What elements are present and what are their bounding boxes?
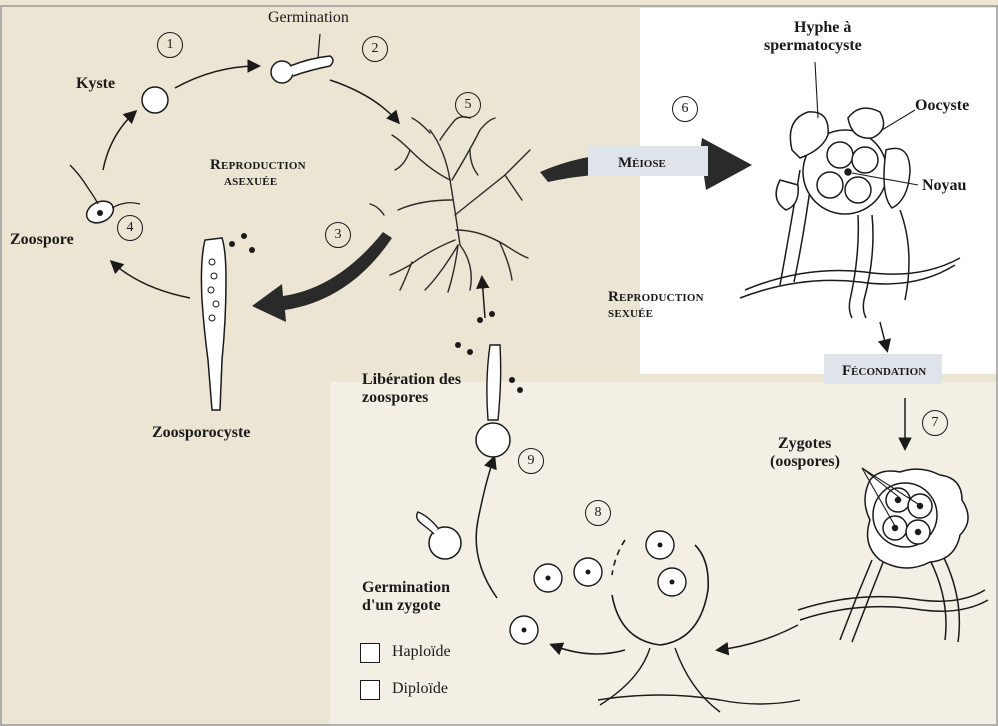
label-germ-zygote-1: Germination [362,580,450,597]
legend-label-haploide: Haploïde [392,644,451,661]
label-repro-asexuee-2: asexuée [224,174,277,190]
label-liberation-1: Libération des [362,372,461,389]
label-germination: Germination [268,10,349,27]
label-zoosporocyste: Zoosporocyste [152,425,250,442]
label-hyphe-1: Hyphe à [794,20,851,37]
label-repro-sexuee-2: sexuée [608,306,653,322]
arrow-liberation-mycelium [482,278,485,318]
label-repro-asexuee-1: Reproduction [210,158,306,174]
step-7-badge: 7 [922,410,948,436]
label-zygotes-2: (oospores) [770,454,840,471]
step-9-badge: 9 [518,448,544,474]
kyste-cell [142,87,168,113]
label-meiose: Méiose [606,150,678,177]
label-oocyste: Oocyste [915,98,969,115]
label-germ-zygote-2: d'un zygote [362,598,441,615]
label-fecondation: Fécondation [830,358,938,385]
label-kyste: Kyste [76,76,115,93]
label-repro-sexuee-1: Reproduction [608,290,704,306]
big-arrow-mycelium-zoosporocyste [252,232,392,322]
step-1-badge: 1 [157,32,183,58]
step-2-badge: 2 [362,36,388,62]
step-8-badge: 8 [585,500,611,526]
label-zoospore: Zoospore [10,232,74,249]
mycelium [370,117,530,292]
label-noyau: Noyau [922,178,966,195]
label-zygotes-1: Zygotes [778,436,831,453]
step-4-badge: 4 [117,215,143,241]
step-3-badge: 3 [325,222,351,248]
label-liberation-2: zoospores [362,390,428,407]
legend-label-diploide: Diploïde [392,681,448,698]
label-hyphe-2: spermatocyste [764,38,862,55]
arrow-zoosporocyste-zoospore [112,262,190,298]
step-5-badge: 5 [455,92,481,118]
legend-swatch-haploide [360,643,380,663]
legend-swatch-diploide [360,680,380,700]
arrow-germination-mycelium [330,80,398,122]
arrow-zoospore-kyste [103,112,135,170]
step-6-badge: 6 [672,96,698,122]
zoosporocyste [201,233,255,410]
arrow-kyste-germination [175,66,258,88]
germinating-cyst [271,34,333,83]
